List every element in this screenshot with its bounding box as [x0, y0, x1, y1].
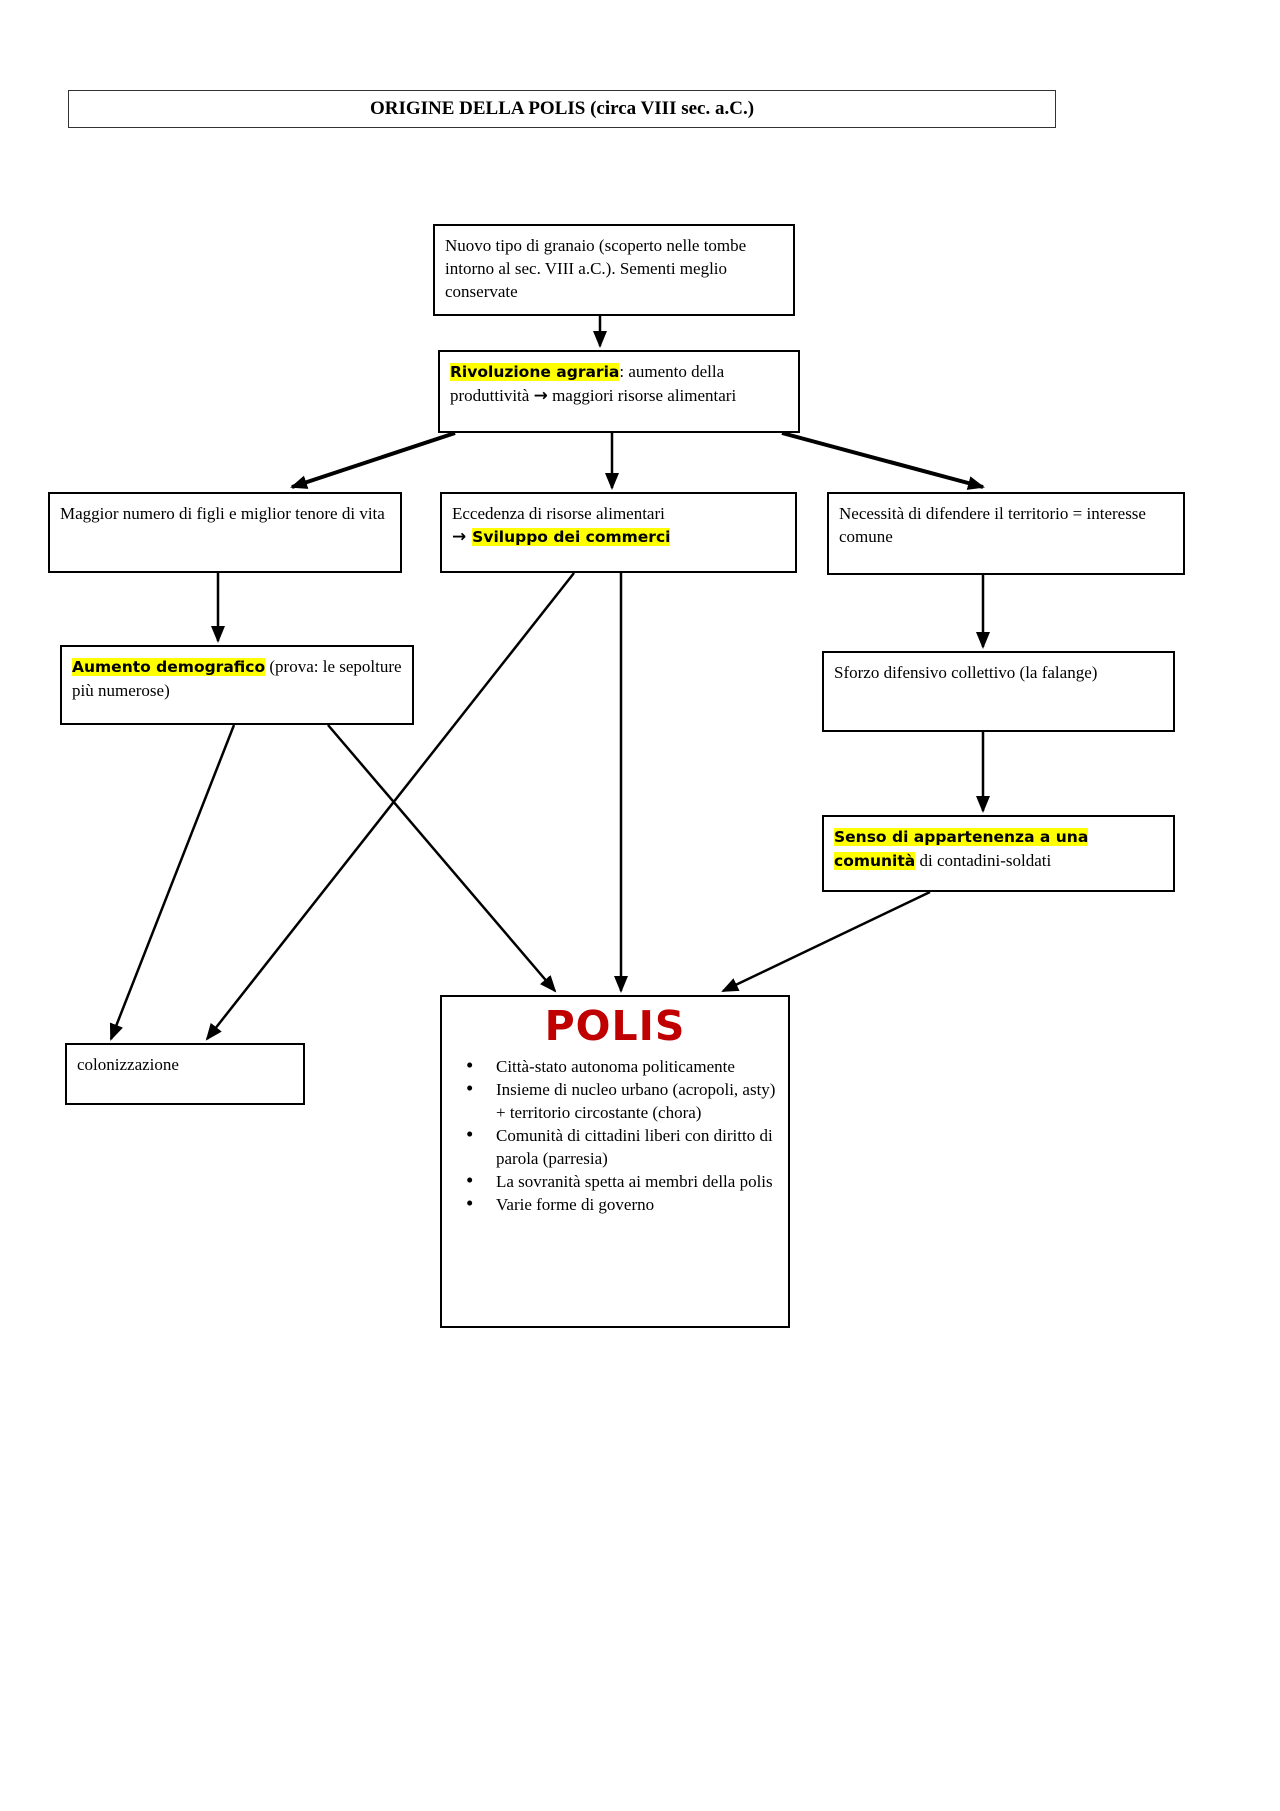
- node-polis: POLIS Città-stato autonoma politicamente…: [440, 995, 790, 1328]
- node-rivoluzione-text-rest: maggiori risorse alimentari: [547, 386, 737, 405]
- node-eccedenza-line2: → Sviluppo dei commerci: [452, 525, 785, 549]
- polis-bullet-item: Insieme di nucleo urbano (acropoli, asty…: [448, 1077, 782, 1124]
- node-eccedenza-line1: Eccedenza di risorse alimentari: [452, 504, 665, 523]
- node-necessita-text: Necessità di difendere il territorio = i…: [839, 504, 1146, 546]
- node-rivoluzione-text: : aumento della produttività: [450, 362, 725, 405]
- node-granaio: Nuovo tipo di granaio (scoperto nelle to…: [433, 224, 795, 316]
- arrow-aumento-to-polis: [327, 724, 557, 993]
- node-sforzo-text: Sforzo difensivo collettivo (la falange): [834, 663, 1098, 682]
- page-title: ORIGINE DELLA POLIS (circa VIII sec. a.C…: [369, 98, 755, 119]
- node-eccedenza-highlight: Sviluppo dei commerci: [472, 528, 671, 546]
- arrow-eccedenza-to-colonizzazione: [205, 572, 575, 1041]
- polis-bullet-item: Città-stato autonoma politicamente: [448, 1054, 782, 1078]
- node-rivoluzione-agraria: Rivoluzione agraria: aumento della produ…: [438, 350, 800, 433]
- node-sforzo-difensivo: Sforzo difensivo collettivo (la falange): [822, 651, 1175, 732]
- polis-title: POLIS: [544, 1002, 686, 1050]
- title-box: ORIGINE DELLA POLIS (circa VIII sec. a.C…: [68, 90, 1056, 128]
- node-aumento-highlight: Aumento demografico: [72, 658, 266, 676]
- right-arrow-glyph: →: [533, 386, 548, 406]
- arrow-senso-to-polis: [721, 890, 931, 993]
- node-colonizzazione-text: colonizzazione: [77, 1055, 179, 1074]
- arrow-rivoluzione-to-necessita: [781, 431, 985, 490]
- polis-bullet-list: Città-stato autonoma politicamente Insie…: [448, 1054, 782, 1216]
- node-eccedenza-risorse: Eccedenza di risorse alimentari → Svilup…: [440, 492, 797, 573]
- node-granaio-text: Nuovo tipo di granaio (scoperto nelle to…: [445, 236, 747, 301]
- node-figli-text: Maggior numero di figli e miglior tenore…: [60, 504, 385, 523]
- node-maggior-numero-figli: Maggior numero di figli e miglior tenore…: [48, 492, 402, 573]
- node-aumento-text: (prova: le sepolture più numerose): [72, 657, 402, 700]
- node-necessita-difendere: Necessità di difendere il territorio = i…: [827, 492, 1185, 575]
- polis-bullet-item: Comunità di cittadini liberi con diritto…: [448, 1123, 782, 1170]
- polis-bullet-item: Varie forme di governo: [448, 1192, 782, 1216]
- node-aumento-demografico: Aumento demografico (prova: le sepolture…: [60, 645, 414, 725]
- node-senso-appartenenza: Senso di appartenenza a una comunità di …: [822, 815, 1175, 892]
- node-colonizzazione: colonizzazione: [65, 1043, 305, 1105]
- node-rivoluzione-highlight: Rivoluzione agraria: [450, 363, 620, 381]
- polis-bullet-item: La sovranità spetta ai membri della poli…: [448, 1169, 782, 1193]
- node-senso-text: di contadini-soldati: [915, 851, 1052, 870]
- arrow-rivoluzione-to-figli: [290, 431, 456, 489]
- right-arrow-glyph: →: [452, 527, 473, 547]
- arrow-aumento-to-colonizzazione: [109, 724, 236, 1041]
